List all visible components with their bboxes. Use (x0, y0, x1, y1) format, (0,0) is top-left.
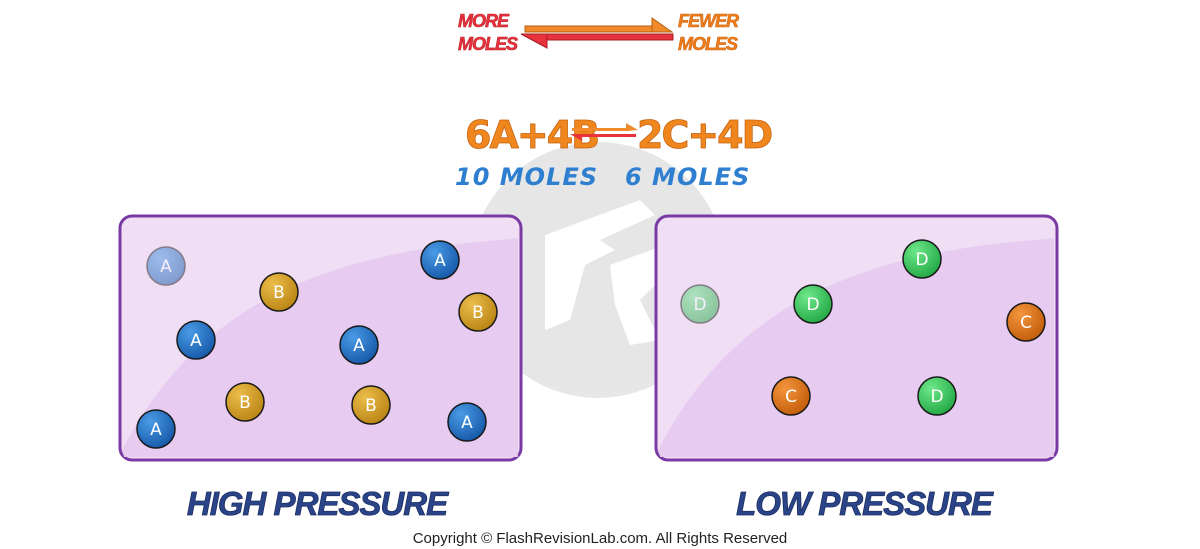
molecule-circle (902, 239, 942, 279)
high-pressure-container: A B A B A A B A B A (118, 214, 523, 462)
molecule-letter: A (160, 257, 172, 277)
molecule-letter: A (190, 331, 202, 351)
molecule-circle (136, 409, 176, 449)
product-moles: 6 MOLES (625, 163, 750, 191)
molecule-d: D (917, 376, 957, 416)
molecule-circle (176, 320, 216, 360)
molecule-circle (146, 246, 186, 286)
molecule-circle (458, 292, 498, 332)
molecule-circle (351, 385, 391, 425)
molecule-d: D (902, 239, 942, 279)
more-moles-label-line1: MORE (458, 11, 510, 31)
more-moles-label-line2: MOLES (458, 34, 518, 54)
equilibrium-arrow-icon (570, 123, 638, 141)
fewer-moles-label-line2: MOLES (678, 34, 738, 54)
molecule-letter: A (461, 413, 473, 433)
molecule-letter: B (365, 396, 377, 416)
copyright-notice: Copyright © FlashRevisionLab.com. All Ri… (413, 530, 788, 547)
molecule-circle (793, 284, 833, 324)
molecule-a: A (146, 246, 186, 286)
molecule-letter: A (150, 420, 162, 440)
molecule-c: C (1006, 302, 1046, 342)
molecule-letter: C (1020, 313, 1032, 333)
forward-arrow-icon (524, 17, 674, 33)
molecule-c: C (771, 376, 811, 416)
molecule-d: D (680, 284, 720, 324)
molecule-b: B (458, 292, 498, 332)
molecule-a: A (339, 325, 379, 365)
molecule-letter: B (472, 303, 484, 323)
low-pressure-label: LOW PRESSURE (736, 485, 994, 522)
molecule-letter: B (239, 393, 251, 413)
molecule-circle (1006, 302, 1046, 342)
molecule-circle (339, 325, 379, 365)
molecule-letter: B (273, 283, 285, 303)
reactant-moles: 10 MOLES (455, 163, 598, 191)
chemical-equation: 6A+4B 2C+4D 10 MOLES 6 MOLES (455, 113, 774, 191)
molecule-circle (680, 284, 720, 324)
molecule-b: B (225, 382, 265, 422)
molecule-circle (771, 376, 811, 416)
molecule-circle (225, 382, 265, 422)
molecule-letter: A (353, 336, 365, 356)
molecule-circle (447, 402, 487, 442)
molecule-letter: D (693, 295, 706, 315)
molecule-letter: A (434, 251, 446, 271)
molecule-b: B (259, 272, 299, 312)
equilibrium-header: MORE MOLES FEWER MOLES (458, 11, 741, 55)
molecule-b: B (351, 385, 391, 425)
molecule-letter: D (915, 250, 928, 270)
molecule-circle (420, 240, 460, 280)
molecule-letter: D (930, 387, 943, 407)
molecule-circle (259, 272, 299, 312)
molecule-a: A (176, 320, 216, 360)
molecule-d: D (793, 284, 833, 324)
molecule-a: A (420, 240, 460, 280)
products: 2C+4D (637, 113, 772, 157)
high-pressure-label: HIGH PRESSURE (187, 485, 449, 522)
fewer-moles-label-line1: FEWER (678, 11, 739, 31)
reverse-arrow-icon (520, 33, 674, 49)
molecule-a: A (136, 409, 176, 449)
molecule-letter: C (785, 387, 797, 407)
molecule-letter: D (806, 295, 819, 315)
low-pressure-container: D D D C C D (654, 214, 1059, 462)
molecule-circle (917, 376, 957, 416)
molecule-a: A (447, 402, 487, 442)
